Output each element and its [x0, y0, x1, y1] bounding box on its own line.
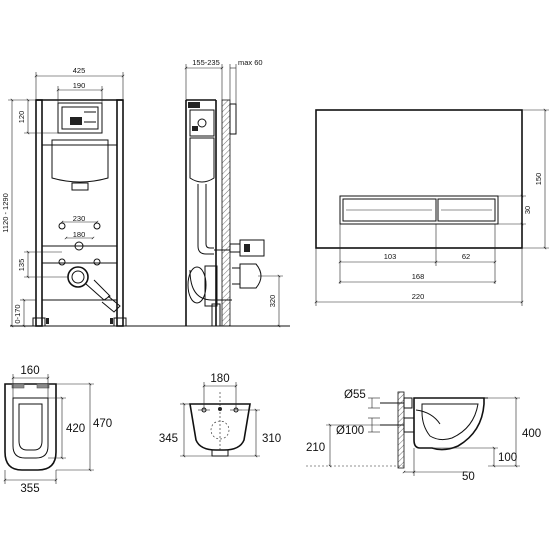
bowl-top-seat: [12, 397, 49, 459]
frame-post-left: [35, 99, 43, 327]
dim-label-max-60: max 60: [238, 58, 263, 67]
dim-label-425: 425: [73, 66, 86, 75]
side-flush-box: [189, 109, 215, 137]
bowl-back-outlet-hidden: [210, 420, 230, 440]
side-bowl-inner: [421, 403, 479, 441]
dim-label-155-235: 155-235: [192, 58, 220, 67]
dim-label-103: 103: [384, 252, 397, 261]
flush-plate-view: 150 30 103 62 168 220: [314, 108, 549, 306]
side-inlet-connector: [229, 243, 241, 253]
dim-label-470: 470: [93, 418, 112, 430]
flush-buttons-frame: [339, 195, 499, 225]
side-downpipe: [197, 184, 214, 255]
bowl-top-view: 160 420 470 355: [3, 365, 112, 495]
dim-label-bowl-180: 180: [210, 373, 229, 385]
side-bowl-outline: [413, 397, 485, 451]
wall-section: [221, 99, 231, 327]
frame-front-view: 425 190 120 1120 - 1290 230 180 135 0-17…: [1, 66, 232, 328]
drain-elbow: [85, 279, 111, 301]
dim-label-135: 135: [17, 259, 26, 272]
dim-label-100: 100: [498, 452, 517, 464]
mounting-stud-upper-right: [93, 222, 101, 230]
flush-mechanism: [61, 106, 99, 130]
frame-post-right: [116, 99, 124, 327]
bowl-back-base: [211, 450, 229, 457]
dim-label-30: 30: [523, 206, 532, 214]
bowl-side-view: Ø55 Ø100 210 400 100 50: [306, 389, 541, 483]
dim-label-d55: Ø55: [344, 389, 366, 401]
frame-foot-left: [32, 317, 46, 327]
dim-label-420: 420: [66, 423, 85, 435]
side-cistern: [189, 137, 215, 183]
dim-label-310: 310: [262, 433, 281, 445]
flush-plate-outline: [315, 109, 523, 249]
dim-label-1120-1290: 1120 - 1290: [1, 193, 10, 232]
dim-label-400: 400: [522, 428, 541, 440]
drain-outlet-inner: [71, 270, 85, 284]
dim-label-62: 62: [462, 252, 470, 261]
dim-label-210: 210: [306, 442, 325, 454]
dim-label-120: 120: [17, 111, 26, 124]
dim-label-50: 50: [462, 471, 475, 483]
wall-bracket: [229, 103, 237, 135]
dim-label-220: 220: [412, 292, 425, 301]
flush-button-large: [342, 198, 437, 222]
bowl-top-inner: [18, 403, 43, 451]
dim-label-190: 190: [73, 81, 86, 90]
bowl-back-outline: [189, 403, 251, 451]
dim-label-0-170: 0-170: [13, 304, 22, 323]
flush-valve-block: [70, 117, 82, 125]
side-inlet-pipe: [403, 397, 413, 409]
bowl-top-outline: [4, 383, 57, 471]
flush-button-small: [437, 198, 496, 222]
cistern-tank: [51, 139, 109, 183]
side-drain-outlet: [239, 263, 262, 289]
frame-foot-right: [113, 317, 127, 327]
drain-outlet-outer: [67, 266, 89, 288]
frame-side-view: 155-235 max 60 320: [184, 58, 290, 328]
dim-label-345: 345: [159, 433, 178, 445]
dim-label-355: 355: [20, 483, 39, 495]
side-drain-bend: [189, 269, 232, 301]
dim-label-150: 150: [534, 173, 543, 186]
dim-label-230: 230: [73, 214, 86, 223]
dim-label-d100: Ø100: [336, 425, 364, 437]
dim-label-180: 180: [73, 230, 86, 239]
mounting-stud-upper-left: [58, 222, 66, 230]
dim-label-168: 168: [412, 272, 425, 281]
dim-label-320: 320: [268, 295, 277, 308]
dim-label-160: 160: [20, 365, 39, 377]
cistern-outlet: [71, 182, 89, 191]
side-outlet-pipe: [403, 417, 415, 433]
water-inlet-pipe: [74, 241, 84, 251]
bowl-back-view: 180 345 310: [159, 373, 281, 458]
flush-opening: [57, 102, 103, 134]
mounting-stud-lower-right: [93, 258, 101, 266]
mounting-stud-lower-left: [58, 258, 66, 266]
